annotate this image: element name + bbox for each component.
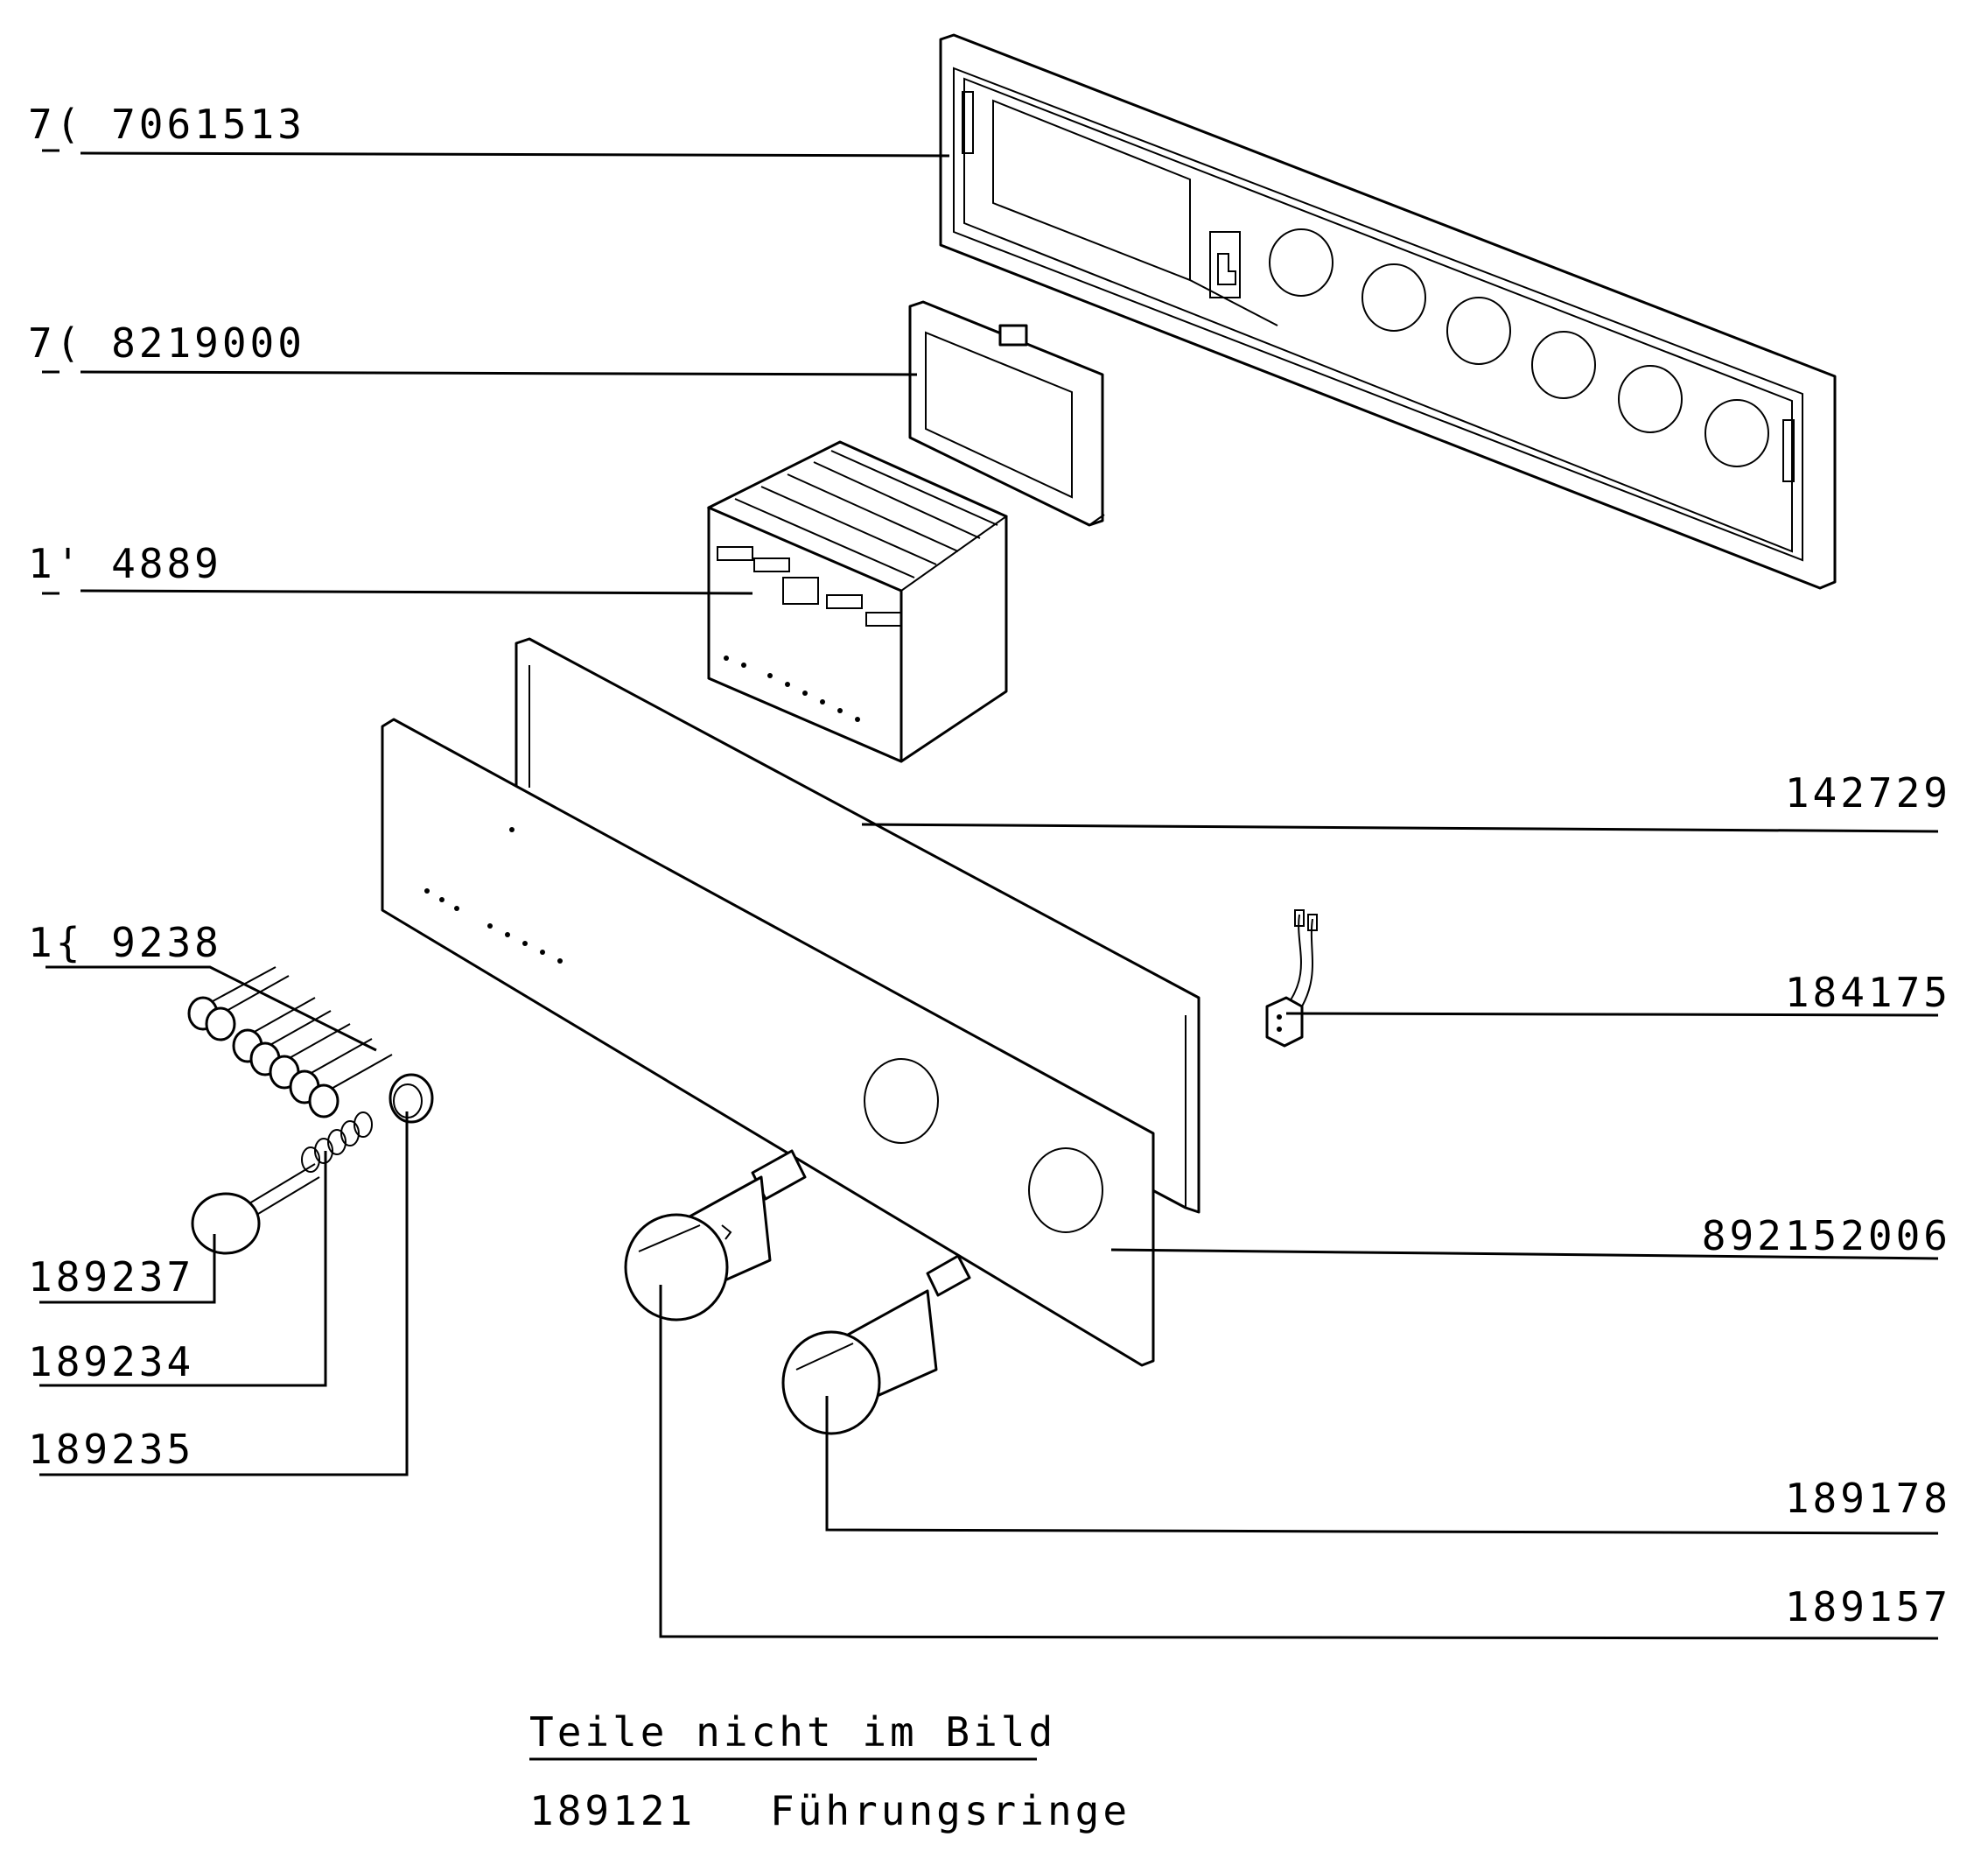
display-led-dots [724, 656, 860, 722]
label-189234: 189234 [28, 1338, 194, 1385]
label-114889: 1' 4889 [28, 540, 222, 587]
button-spring-assembly [191, 1073, 434, 1255]
label-8219000: 7( 8219000 [28, 319, 305, 367]
push-buttons [187, 966, 393, 1118]
cable-connector [1265, 909, 1318, 1048]
note-part-name: Führungsringe [770, 1787, 1130, 1834]
knob-right [781, 1254, 971, 1435]
parts-not-shown-note: Teile nicht im Bild 189121 Führungsringe [529, 1708, 1130, 1834]
label-189235: 189235 [28, 1426, 194, 1473]
label-189178: 189178 [1785, 1475, 1951, 1522]
label-142729: 142729 [1785, 769, 1951, 817]
knob-left [624, 1149, 807, 1322]
front-panel [381, 718, 1155, 1367]
label-189237: 189237 [28, 1253, 194, 1301]
label-184175: 184175 [1785, 969, 1951, 1016]
label-892152006: 892152006 [1702, 1212, 1951, 1259]
control-panel-frame [939, 33, 1837, 590]
display-bracket [908, 300, 1105, 527]
display-module [706, 440, 1009, 763]
label-189238: 1{ 9238 [28, 919, 222, 966]
label-7061513: 7( 7061513 [28, 101, 305, 148]
note-heading: Teile nicht im Bild [529, 1708, 1056, 1756]
front-panel-led-dots [424, 827, 563, 964]
label-189157: 189157 [1785, 1583, 1951, 1630]
part-labels: 7( 7061513 7( 8219000 1' 4889 142729 1{ … [28, 101, 1951, 1630]
leader-lines [39, 149, 1939, 1640]
note-part-number: 189121 [529, 1787, 696, 1834]
